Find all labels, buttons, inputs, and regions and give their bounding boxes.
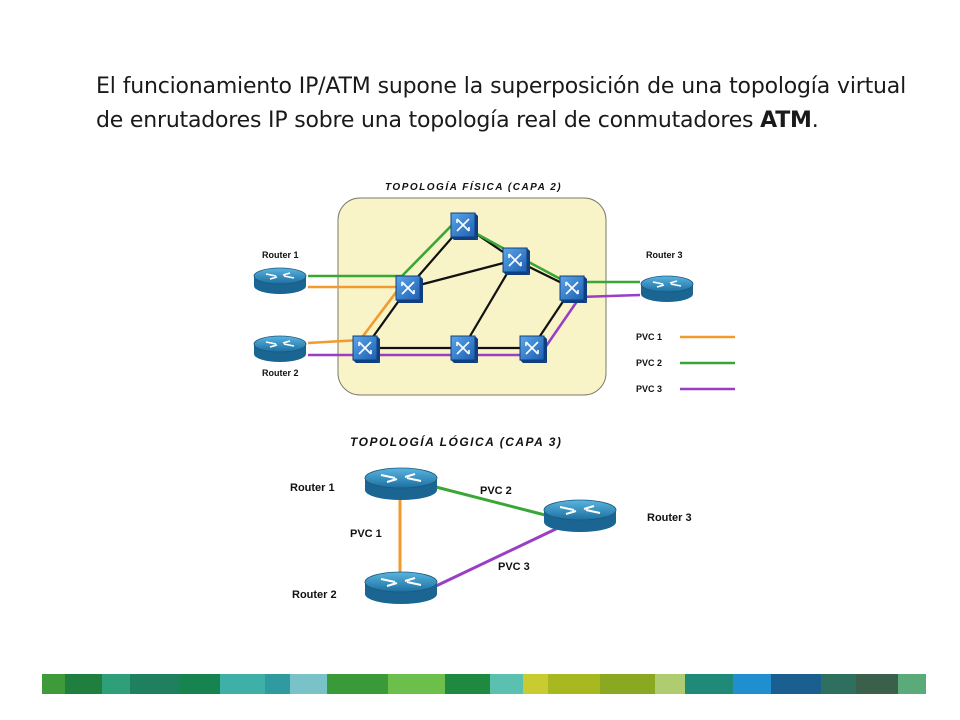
phys-router2-label: Router 2 <box>262 368 299 378</box>
atm-switch-icon <box>352 335 381 364</box>
atm-switch-icon <box>395 275 424 304</box>
logical-title: TOPOLOGÍA LÓGICA (CAPA 3) <box>350 434 562 449</box>
stripe-segment <box>179 674 220 694</box>
intro-paragraph: El funcionamiento IP/ATM supone la super… <box>96 70 906 138</box>
stripe-segment <box>655 674 686 694</box>
legend-pvc3-label: PVC 3 <box>636 384 662 394</box>
stripe-segment <box>547 674 601 694</box>
log-pvc3-label: PVC 3 <box>498 561 530 573</box>
stripe-segment <box>264 674 290 694</box>
logical-topology: TOPOLOGÍA LÓGICA (CAPA 3) Router 1 Route… <box>290 434 692 605</box>
stripe-segment <box>820 674 856 694</box>
pvc3-link <box>435 525 561 588</box>
footer-color-stripe <box>42 674 926 694</box>
intro-period: . <box>811 108 819 133</box>
router-icon <box>640 275 694 303</box>
stripe-segment <box>898 674 926 694</box>
stripe-segment <box>327 674 388 694</box>
pvc1-path <box>307 285 403 345</box>
stripe-segment <box>102 674 130 694</box>
phys-router1-label: Router 1 <box>262 250 299 260</box>
stripe-segment <box>129 674 180 694</box>
router-icon <box>253 335 307 363</box>
router-icon <box>253 267 307 295</box>
stripe-segment <box>522 674 548 694</box>
stripe-segment <box>855 674 899 694</box>
atm-switch-icon <box>502 247 531 276</box>
stripe-segment <box>600 674 656 694</box>
pvc2-link <box>435 485 546 517</box>
stripe-segment <box>770 674 821 694</box>
atm-switch-icon <box>559 275 588 304</box>
legend-pvc2-label: PVC 2 <box>636 358 662 368</box>
intro-bold-atm: ATM <box>760 108 812 133</box>
legend: PVC 1 PVC 2 PVC 3 <box>636 332 735 394</box>
stripe-segment <box>42 674 65 694</box>
stripe-segment <box>733 674 771 694</box>
intro-text: El funcionamiento IP/ATM supone la super… <box>96 74 906 133</box>
stripe-segment <box>445 674 491 694</box>
phys-router3-label: Router 3 <box>646 250 683 260</box>
log-router2-label: Router 2 <box>292 589 337 601</box>
physical-title: TOPOLOGÍA FÍSICA (CAPA 2) <box>385 180 562 193</box>
log-pvc2-label: PVC 2 <box>480 485 512 497</box>
legend-pvc1-label: PVC 1 <box>636 332 662 342</box>
stripe-segment <box>219 674 265 694</box>
log-router1-label: Router 1 <box>290 482 335 494</box>
router-icon <box>364 571 438 605</box>
atm-switch-icon <box>519 335 548 364</box>
log-router3-label: Router 3 <box>647 512 692 524</box>
stripe-segment <box>64 674 103 694</box>
physical-topology: TOPOLOGÍA FÍSICA (CAPA 2) Router 1 <box>249 172 741 400</box>
stripe-segment <box>685 674 734 694</box>
pvc3-path <box>308 293 641 357</box>
router-icon <box>364 467 438 501</box>
stripe-segment <box>289 674 328 694</box>
atm-switch-icon <box>450 335 479 364</box>
router-icon <box>543 499 617 533</box>
atm-switch-icon <box>450 212 479 241</box>
stripe-segment <box>490 674 523 694</box>
stripe-segment <box>387 674 446 694</box>
log-pvc1-label: PVC 1 <box>350 528 382 540</box>
